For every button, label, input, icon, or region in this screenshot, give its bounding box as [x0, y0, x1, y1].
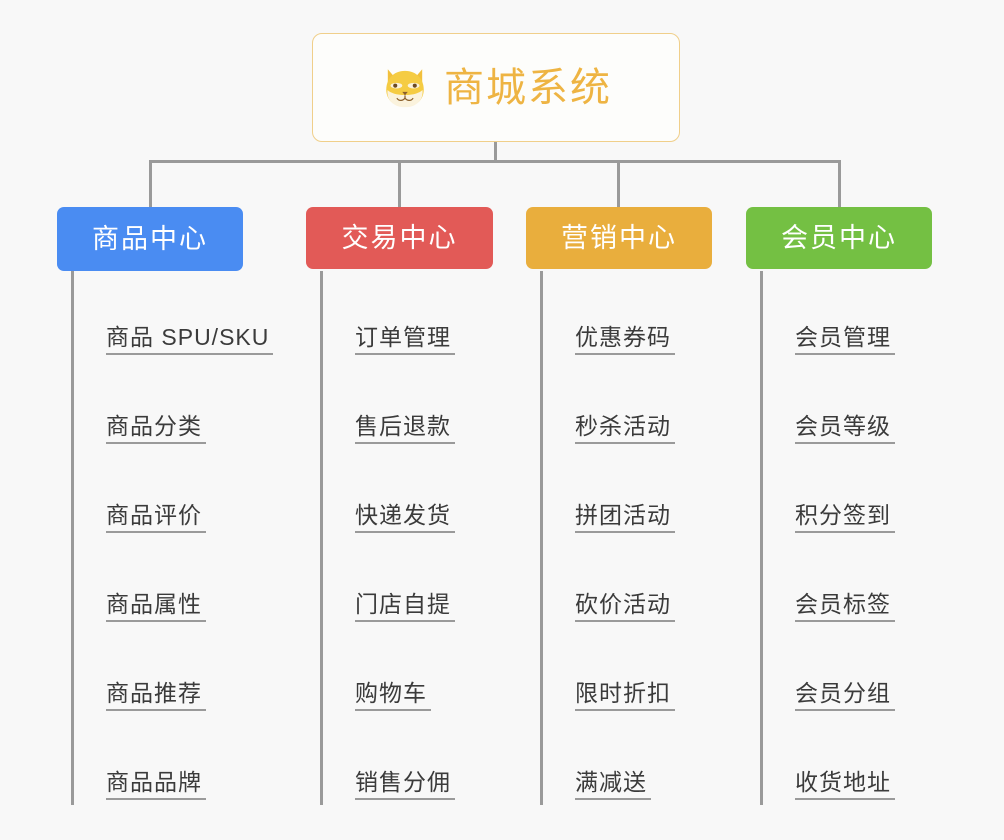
- list-item-label: 售后退款: [355, 413, 455, 444]
- connector-trunk: [494, 142, 497, 162]
- list-item[interactable]: 快递发货: [320, 449, 455, 538]
- list-item[interactable]: 商品品牌: [71, 716, 273, 805]
- category-label: 商品中心: [92, 223, 208, 254]
- list-item-label: 会员管理: [795, 324, 895, 355]
- list-item-label: 拼团活动: [575, 502, 675, 533]
- list-item[interactable]: 限时折扣: [540, 627, 675, 716]
- list-item-label: 会员标签: [795, 591, 895, 622]
- list-item-label: 限时折扣: [575, 680, 675, 711]
- list-item-label: 快递发货: [355, 502, 455, 533]
- category-label: 交易中心: [341, 222, 458, 253]
- list-item-label: 商品评价: [106, 502, 206, 533]
- category-label: 营销中心: [561, 222, 677, 253]
- list-item[interactable]: 收货地址: [760, 716, 895, 805]
- list-item[interactable]: 商品评价: [71, 449, 273, 538]
- root-title: 商城系统: [444, 65, 612, 110]
- connector-bus: [149, 160, 841, 163]
- list-item[interactable]: 商品 SPU/SKU: [71, 271, 274, 360]
- category-box-trade[interactable]: 交易中心: [306, 207, 493, 269]
- list-item-label: 门店自提: [355, 591, 455, 622]
- branch-column-product: 商品 SPU/SKU 商品分类 商品评价 商品属性 商品推荐 商品品牌: [71, 271, 274, 805]
- list-item[interactable]: 商品推荐: [71, 627, 273, 716]
- list-item[interactable]: 会员分组: [760, 627, 895, 716]
- list-item-label: 商品 SPU/SKU: [106, 324, 274, 355]
- list-item-label: 砍价活动: [575, 591, 675, 622]
- list-item[interactable]: 门店自提: [320, 538, 455, 627]
- connector-drop-1: [149, 160, 152, 207]
- category-label: 会员中心: [781, 222, 897, 253]
- column-stem: [760, 271, 763, 805]
- list-item-label: 商品分类: [106, 413, 206, 444]
- list-item[interactable]: 商品分类: [71, 360, 273, 449]
- connector-drop-2: [398, 160, 401, 207]
- connector-drop-4: [838, 160, 841, 207]
- list-item[interactable]: 会员管理: [760, 271, 895, 360]
- list-item[interactable]: 砍价活动: [540, 538, 675, 627]
- list-item-label: 会员等级: [795, 413, 895, 444]
- list-item-label: 积分签到: [795, 502, 895, 533]
- list-item[interactable]: 满减送: [540, 716, 675, 805]
- list-item-label: 商品推荐: [106, 680, 206, 711]
- list-item[interactable]: 会员等级: [760, 360, 895, 449]
- shiba-dog-icon: [386, 68, 424, 107]
- list-item[interactable]: 售后退款: [320, 360, 455, 449]
- list-item[interactable]: 会员标签: [760, 538, 895, 627]
- list-item-label: 商品属性: [106, 591, 206, 622]
- category-box-product[interactable]: 商品中心: [57, 207, 243, 271]
- list-item-label: 收货地址: [795, 769, 895, 800]
- list-item-label: 优惠券码: [575, 324, 675, 355]
- list-item[interactable]: 订单管理: [320, 271, 455, 360]
- list-item-label: 会员分组: [795, 680, 895, 711]
- column-stem: [71, 271, 74, 805]
- branch-column-trade: 订单管理 售后退款 快递发货 门店自提 购物车 销售分佣: [320, 271, 455, 805]
- branch-column-marketing: 优惠券码 秒杀活动 拼团活动 砍价活动 限时折扣 满减送: [540, 271, 675, 805]
- list-item[interactable]: 优惠券码: [540, 271, 675, 360]
- root-node[interactable]: 商城系统: [312, 33, 680, 142]
- list-item-label: 秒杀活动: [575, 413, 675, 444]
- category-box-member[interactable]: 会员中心: [746, 207, 932, 269]
- list-item-label: 购物车: [355, 680, 431, 711]
- column-stem: [540, 271, 543, 805]
- branch-column-member: 会员管理 会员等级 积分签到 会员标签 会员分组 收货地址: [760, 271, 895, 805]
- list-item[interactable]: 购物车: [320, 627, 455, 716]
- category-box-marketing[interactable]: 营销中心: [526, 207, 712, 269]
- list-item[interactable]: 积分签到: [760, 449, 895, 538]
- list-item[interactable]: 拼团活动: [540, 449, 675, 538]
- list-item-label: 满减送: [575, 769, 651, 800]
- list-item[interactable]: 秒杀活动: [540, 360, 675, 449]
- list-item[interactable]: 销售分佣: [320, 716, 455, 805]
- list-item-label: 销售分佣: [355, 769, 455, 800]
- list-item[interactable]: 商品属性: [71, 538, 273, 627]
- column-stem: [320, 271, 323, 805]
- list-item-label: 订单管理: [355, 324, 455, 355]
- connector-drop-3: [617, 160, 620, 207]
- list-item-label: 商品品牌: [106, 769, 206, 800]
